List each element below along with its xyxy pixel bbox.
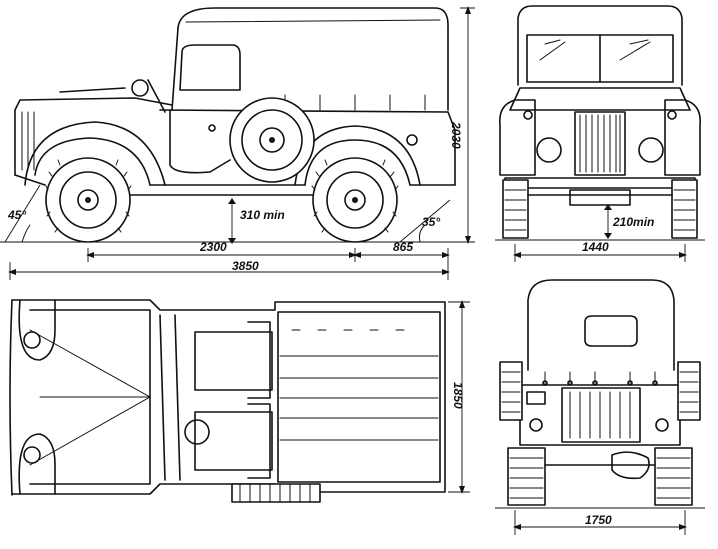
rear-overhang-label: 865 [393,240,413,254]
height-label: 2030 [449,121,463,149]
ground-clearance-label: 310 min [240,208,285,222]
overall-length-label: 3850 [232,259,259,273]
overall-width-label: 1850 [451,382,465,409]
front-track-label: 1440 [582,240,609,254]
rear-width-label: 1750 [585,513,612,527]
top-view: 1850 [9,299,470,503]
rear-view: 1750 [495,279,705,535]
wheelbase-label: 2300 [199,240,227,254]
front-ground-clearance-label: 210min [612,215,654,229]
side-view: 2030 310 min 2300 865 3850 45° 35° [0,6,475,280]
departure-angle-label: 35° [422,215,440,229]
approach-angle-label: 45° [7,208,26,222]
front-view: 210min 1440 [495,5,705,262]
